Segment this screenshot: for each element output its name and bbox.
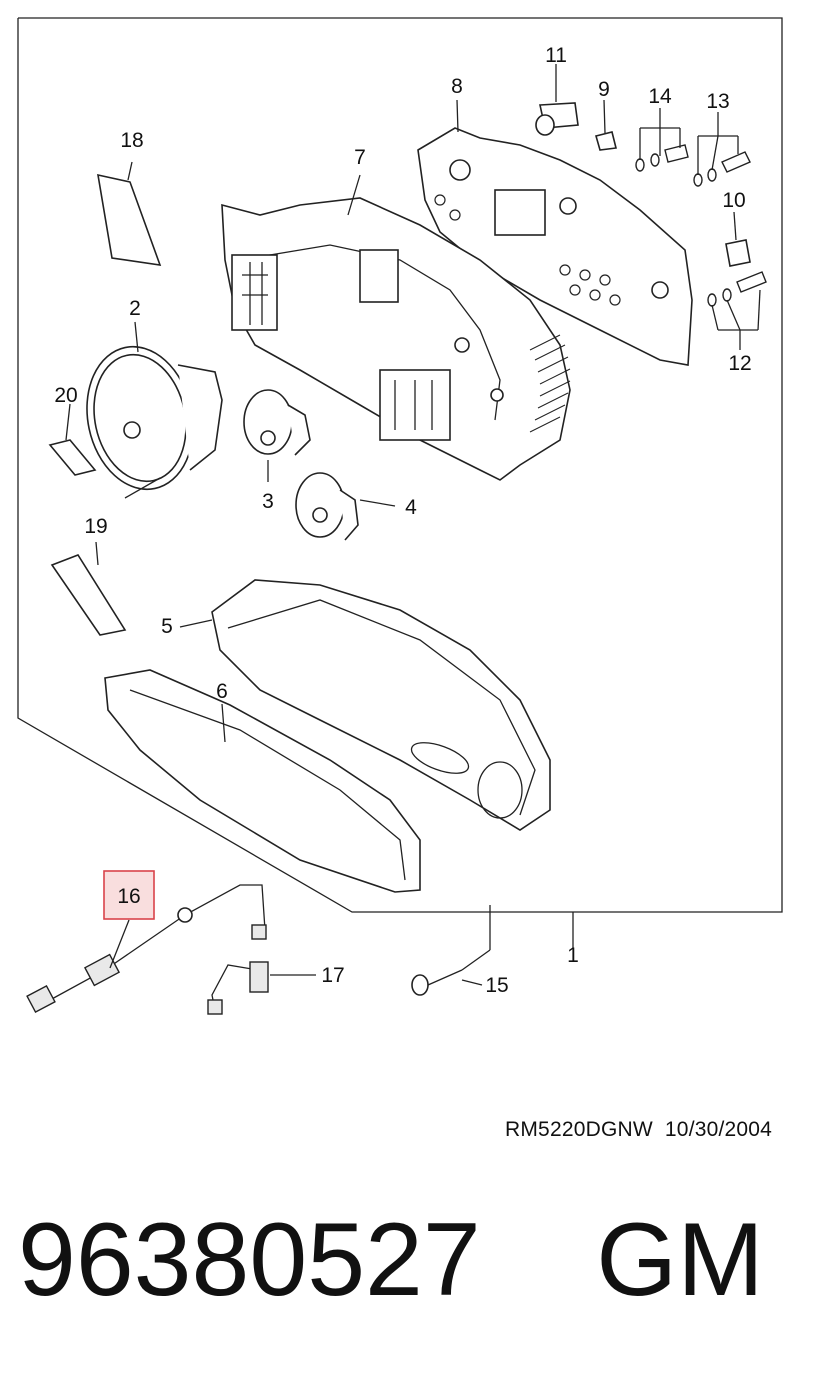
callout-17: 17 bbox=[321, 964, 344, 987]
callout-13: 13 bbox=[706, 90, 729, 113]
small-gauge-4-part bbox=[295, 472, 359, 541]
callout-9: 9 bbox=[598, 78, 610, 101]
callout-7: 7 bbox=[354, 146, 366, 169]
callout-19: 19 bbox=[84, 515, 107, 538]
part-number-title: 96380527 GM bbox=[18, 1202, 764, 1318]
socket-9-part bbox=[595, 131, 617, 151]
sticker-20-part bbox=[48, 439, 97, 476]
assembly-outline bbox=[17, 17, 783, 913]
bezel-part bbox=[104, 669, 421, 893]
callout-12: 12 bbox=[728, 352, 751, 375]
callout-14: 14 bbox=[648, 85, 672, 108]
callout-3: 3 bbox=[262, 490, 274, 513]
callout-6: 6 bbox=[216, 680, 228, 703]
sticker-19-part bbox=[50, 554, 127, 636]
small-gauge-3-part bbox=[243, 389, 311, 456]
cable-16-part bbox=[26, 884, 267, 1014]
diagram-reference: RM5220DGNW 10/30/2004 bbox=[505, 1118, 773, 1141]
callout-11: 11 bbox=[545, 44, 567, 67]
highlight-box-16 bbox=[103, 870, 155, 920]
screw-15-part bbox=[411, 969, 463, 996]
callout-20: 20 bbox=[54, 384, 77, 407]
leader-lines bbox=[65, 64, 761, 986]
bulb-holder-10-part bbox=[725, 239, 751, 267]
cluster-housing-part bbox=[221, 197, 571, 481]
callout-8: 8 bbox=[451, 75, 463, 98]
callout-5: 5 bbox=[161, 615, 173, 638]
callout-10: 10 bbox=[722, 189, 745, 212]
screws-parts bbox=[635, 144, 767, 307]
exploded-parts-diagram: 1 2 3 4 5 6 7 8 9 10 11 12 13 14 15 16 1… bbox=[17, 17, 783, 1015]
circuit-board-part bbox=[417, 127, 693, 366]
callout-15: 15 bbox=[485, 974, 508, 997]
lens-cover-part bbox=[211, 579, 551, 831]
callout-18: 18 bbox=[120, 129, 143, 152]
speedometer-gauge-part bbox=[86, 345, 223, 499]
callout-1: 1 bbox=[567, 944, 579, 967]
sensor-17-part bbox=[207, 961, 269, 1015]
callout-16: 16 bbox=[117, 885, 140, 908]
callout-2: 2 bbox=[129, 297, 141, 320]
bulb-part bbox=[535, 102, 579, 136]
callout-labels: 1 2 3 4 5 6 7 8 9 10 11 12 13 14 15 16 1… bbox=[54, 44, 751, 997]
callout-4: 4 bbox=[405, 496, 417, 519]
sticker-18-part bbox=[97, 173, 162, 266]
